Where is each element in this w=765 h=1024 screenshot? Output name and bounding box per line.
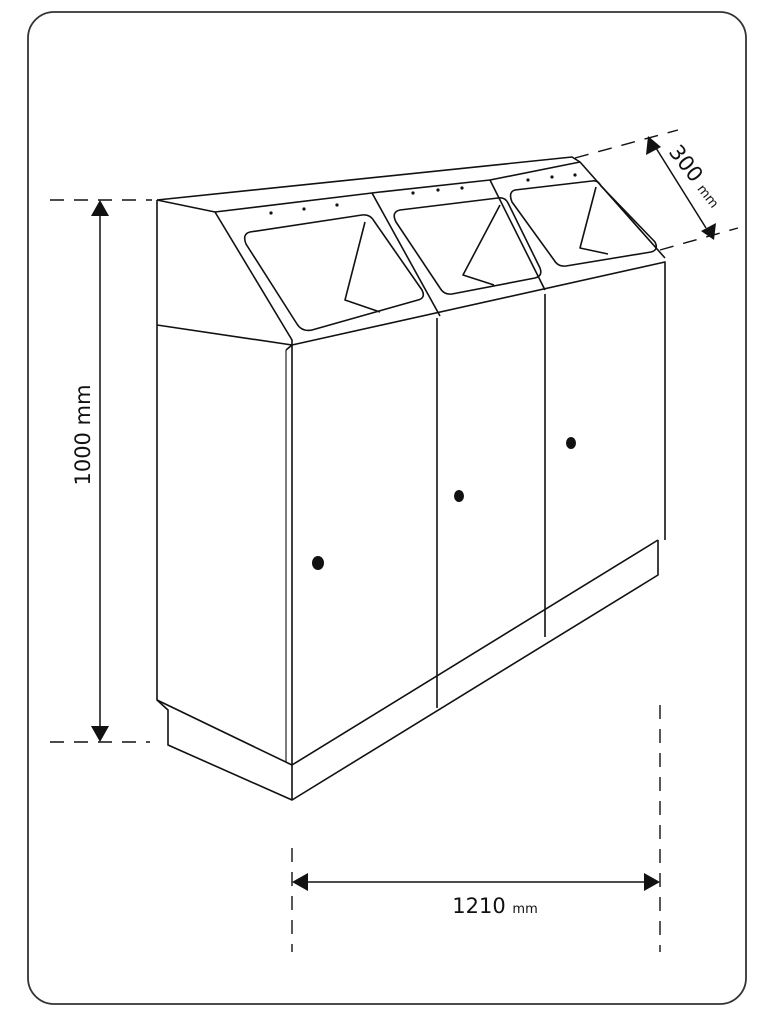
door-knob-1 [312,556,324,570]
plinth-top-front [291,539,659,766]
opening-2 [393,197,542,295]
front-top-edge [291,261,666,540]
height-label: 1000 mm [71,384,95,485]
lid-seam-left [156,324,293,346]
corner [285,344,293,351]
flap-3 [579,186,609,255]
top-edge [156,156,666,259]
frame-border [27,11,747,1005]
plinth-top-left [156,699,293,766]
width-dimension: 1210 mm [291,705,661,952]
opening-3 [509,180,658,267]
left-side-panel [156,200,293,801]
left-lid-slope [156,199,293,345]
lid-section-3 [489,161,581,181]
lid-dots [269,173,577,215]
height-dimension: 1000 mm [50,199,152,743]
width-label: 1210 mm [452,894,537,918]
door-knob-2 [454,490,464,502]
cabinet-drawing [156,156,666,801]
depth-dimension: 300 mm [574,129,739,251]
door-knob-3 [566,437,576,449]
lid-section-2 [371,179,546,291]
front-bottom [291,345,659,801]
flap-2 [462,204,501,286]
flap-1 [344,221,381,313]
lid-section-1 [214,192,441,317]
opening-1 [243,214,425,332]
